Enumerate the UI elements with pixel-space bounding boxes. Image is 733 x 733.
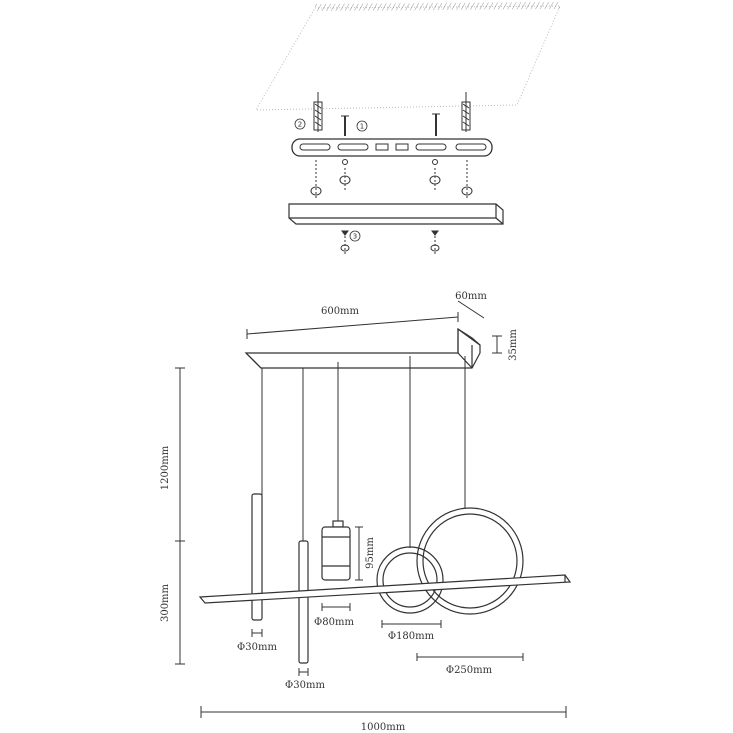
svg-text:3: 3: [353, 233, 357, 241]
anchor-right: [461, 92, 471, 132]
canopy-exploded: [288, 203, 504, 225]
dim-total-width: [200, 706, 567, 718]
label-cylinder-diameter: Φ80mm: [314, 617, 354, 628]
label-large-ring-diameter: Φ250mm: [446, 665, 493, 676]
label-tube-left-diameter: Φ30mm: [237, 642, 277, 653]
tube-light-right: [298, 540, 309, 664]
dim-large-ring-diameter: [416, 653, 524, 661]
svg-text:1: 1: [360, 123, 364, 131]
anchor-left: [313, 92, 323, 132]
horizontal-bar: [198, 574, 572, 604]
canopy-screws: [340, 230, 440, 256]
svg-text:2: 2: [298, 121, 302, 129]
dim-vertical-left: [175, 367, 185, 665]
dim-tube-left-diameter: [251, 629, 263, 637]
cylinder-pendant: [321, 520, 351, 581]
label-canopy-height: 35mm: [508, 329, 519, 361]
ring-small: [376, 546, 444, 614]
dim-tube-right-diameter: [298, 668, 309, 676]
dim-cylinder-height: [355, 526, 363, 581]
label-canopy-length: 600mm: [321, 306, 360, 317]
label-total-width: 1000mm: [361, 722, 406, 733]
dim-canopy-depth: [457, 300, 485, 319]
step-marker-1: 1: [356, 120, 368, 132]
label-cylinder-height: 95mm: [365, 537, 376, 569]
dim-canopy-height: [492, 335, 502, 354]
label-drop-length: 1200mm: [160, 445, 171, 490]
dim-canopy-length: [246, 312, 459, 339]
mounting-bracket: [291, 138, 493, 157]
dim-cylinder-diameter: [321, 603, 351, 611]
ceiling-plane: [255, 2, 561, 111]
bracket-hardware: [310, 159, 473, 200]
suspension-cables: [261, 356, 466, 600]
label-tube-right-diameter: Φ30mm: [285, 680, 325, 691]
label-small-ring-diameter: Φ180mm: [388, 631, 435, 642]
step-marker-2: 2: [294, 118, 306, 130]
label-fixture-height: 300mm: [160, 583, 171, 622]
ring-large: [416, 507, 524, 615]
label-canopy-depth: 60mm: [455, 291, 487, 302]
step-marker-3: 3: [349, 230, 361, 242]
fixture-canopy: [244, 327, 481, 369]
tube-light-left: [251, 493, 263, 621]
screw-right: [432, 113, 440, 136]
dim-small-ring-diameter: [381, 620, 442, 628]
screw-left: [341, 115, 349, 136]
